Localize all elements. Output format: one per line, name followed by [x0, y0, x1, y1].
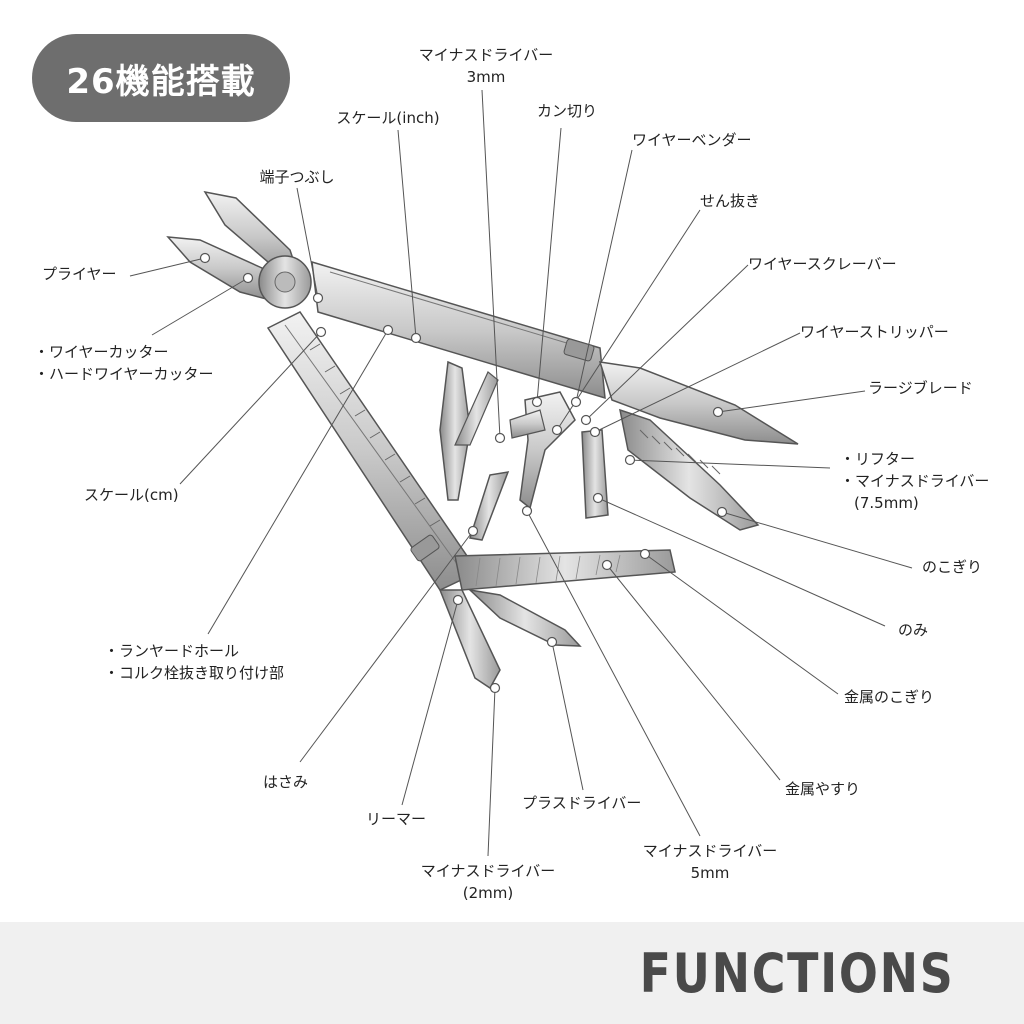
label-scissors: はさみ — [263, 773, 309, 791]
leader-wire-scraper — [585, 264, 749, 421]
saw-blade — [619, 408, 760, 531]
label-can-opener: カン切り — [536, 102, 598, 120]
dot-scale-inch — [410, 332, 422, 344]
footer-title: FUNCTIONS — [639, 942, 954, 1005]
leader-wire-stripper — [594, 332, 801, 433]
dot-wire-bender — [570, 396, 582, 408]
feature-count-badge: 26機能搭載 — [32, 34, 290, 122]
leader-wire-bender — [575, 149, 633, 403]
metal-file — [454, 549, 676, 591]
dot-metal-saw — [639, 548, 651, 560]
leader-wire-cutters — [151, 277, 249, 336]
dot-wire-scraper — [580, 414, 592, 426]
label-lanyard-hole: ・ランヤードホール ・コルク栓抜き取り付け部 — [104, 642, 285, 682]
dot-phillips — [546, 636, 558, 648]
label-chisel: のみ — [898, 621, 929, 639]
multitool-illustration — [166, 190, 799, 690]
leader-metal-saw — [644, 553, 839, 695]
leader-dots — [199, 252, 728, 694]
dot-lifter — [624, 454, 636, 466]
leader-scale-cm — [179, 331, 322, 485]
label-scale-cm: スケール(cm) — [84, 486, 179, 504]
leader-large-blade — [717, 390, 866, 413]
dot-lanyard — [382, 324, 394, 336]
dot-minus-5mm — [521, 505, 533, 517]
leader-scissors — [299, 530, 474, 763]
label-crimper: 端子つぶし — [259, 168, 335, 186]
dot-metal-file — [601, 559, 613, 571]
badge-text: 26機能搭載 — [66, 61, 256, 102]
label-reamer: リーマー — [366, 810, 427, 828]
leader-chisel — [597, 497, 886, 627]
label-minus-driver-5mm: マイナスドライバー 5mm — [642, 842, 778, 882]
label-large-blade: ラージブレード — [868, 379, 973, 397]
leader-metal-file — [606, 564, 781, 781]
dot-can-opener — [531, 396, 543, 408]
dot-minus-3mm — [494, 432, 506, 444]
scissors-tool — [439, 360, 471, 501]
dot-wire-cutters — [242, 272, 254, 284]
dot-scissors — [467, 525, 479, 537]
dot-wire-stripper — [589, 426, 601, 438]
leader-reamer — [401, 599, 459, 806]
handle-lock-button-lower — [410, 534, 440, 562]
dot-minus-2mm — [489, 682, 501, 694]
label-wire-scraper: ワイヤースクレーバー — [748, 255, 897, 273]
leader-lifter — [629, 459, 831, 469]
leader-lines — [129, 89, 913, 857]
leader-minus-5mm — [526, 510, 701, 837]
label-phillips-driver: プラスドライバー — [522, 794, 642, 812]
leader-minus-3mm — [481, 89, 501, 439]
label-wire-bender: ワイヤーベンダー — [632, 131, 752, 149]
dot-bottle-opener — [551, 424, 563, 436]
dot-chisel — [592, 492, 604, 504]
leader-pliers — [129, 257, 206, 277]
dot-saw — [716, 506, 728, 518]
label-pliers: プライヤー — [42, 265, 117, 283]
label-metal-saw: 金属のこぎり — [844, 688, 935, 706]
label-minus-driver-2mm: マイナスドライバー (2mm) — [420, 862, 556, 902]
leader-minus-2mm — [487, 687, 496, 857]
dot-scale-cm — [315, 326, 327, 338]
can-opener-tool — [519, 391, 576, 510]
leader-can-opener — [536, 127, 562, 403]
footer-band: FUNCTIONS — [0, 922, 1024, 1024]
large-blade — [598, 361, 799, 445]
leader-bottle-opener — [556, 209, 701, 431]
label-scale-inch: スケール(inch) — [336, 109, 440, 127]
label-wire-stripper: ワイヤーストリッパー — [800, 323, 949, 341]
label-lifter-minus-driver: ・リフター ・マイナスドライバー (7.5mm) — [840, 450, 990, 512]
leader-crimper — [296, 187, 319, 299]
label-saw: のこぎり — [922, 558, 983, 576]
reamer-tool — [469, 471, 510, 541]
label-wire-cutters: ・ワイヤーカッター ・ハードワイヤーカッター — [34, 343, 214, 383]
leader-phillips — [551, 641, 584, 791]
dot-large-blade — [712, 406, 724, 418]
leader-lanyard — [207, 329, 389, 635]
chisel-tool — [581, 429, 609, 519]
dot-reamer — [452, 594, 464, 606]
label-minus-driver-3mm: マイナスドライバー 3mm — [418, 46, 554, 86]
phillips-screwdriver — [467, 588, 582, 647]
label-metal-file: 金属やすり — [785, 780, 861, 798]
leader-saw — [721, 511, 913, 569]
leader-scale-inch — [397, 129, 417, 339]
dot-crimper — [312, 292, 324, 304]
dot-pliers — [199, 252, 211, 264]
small-screwdriver — [438, 589, 501, 690]
label-bottle-opener: せん抜き — [700, 192, 761, 210]
